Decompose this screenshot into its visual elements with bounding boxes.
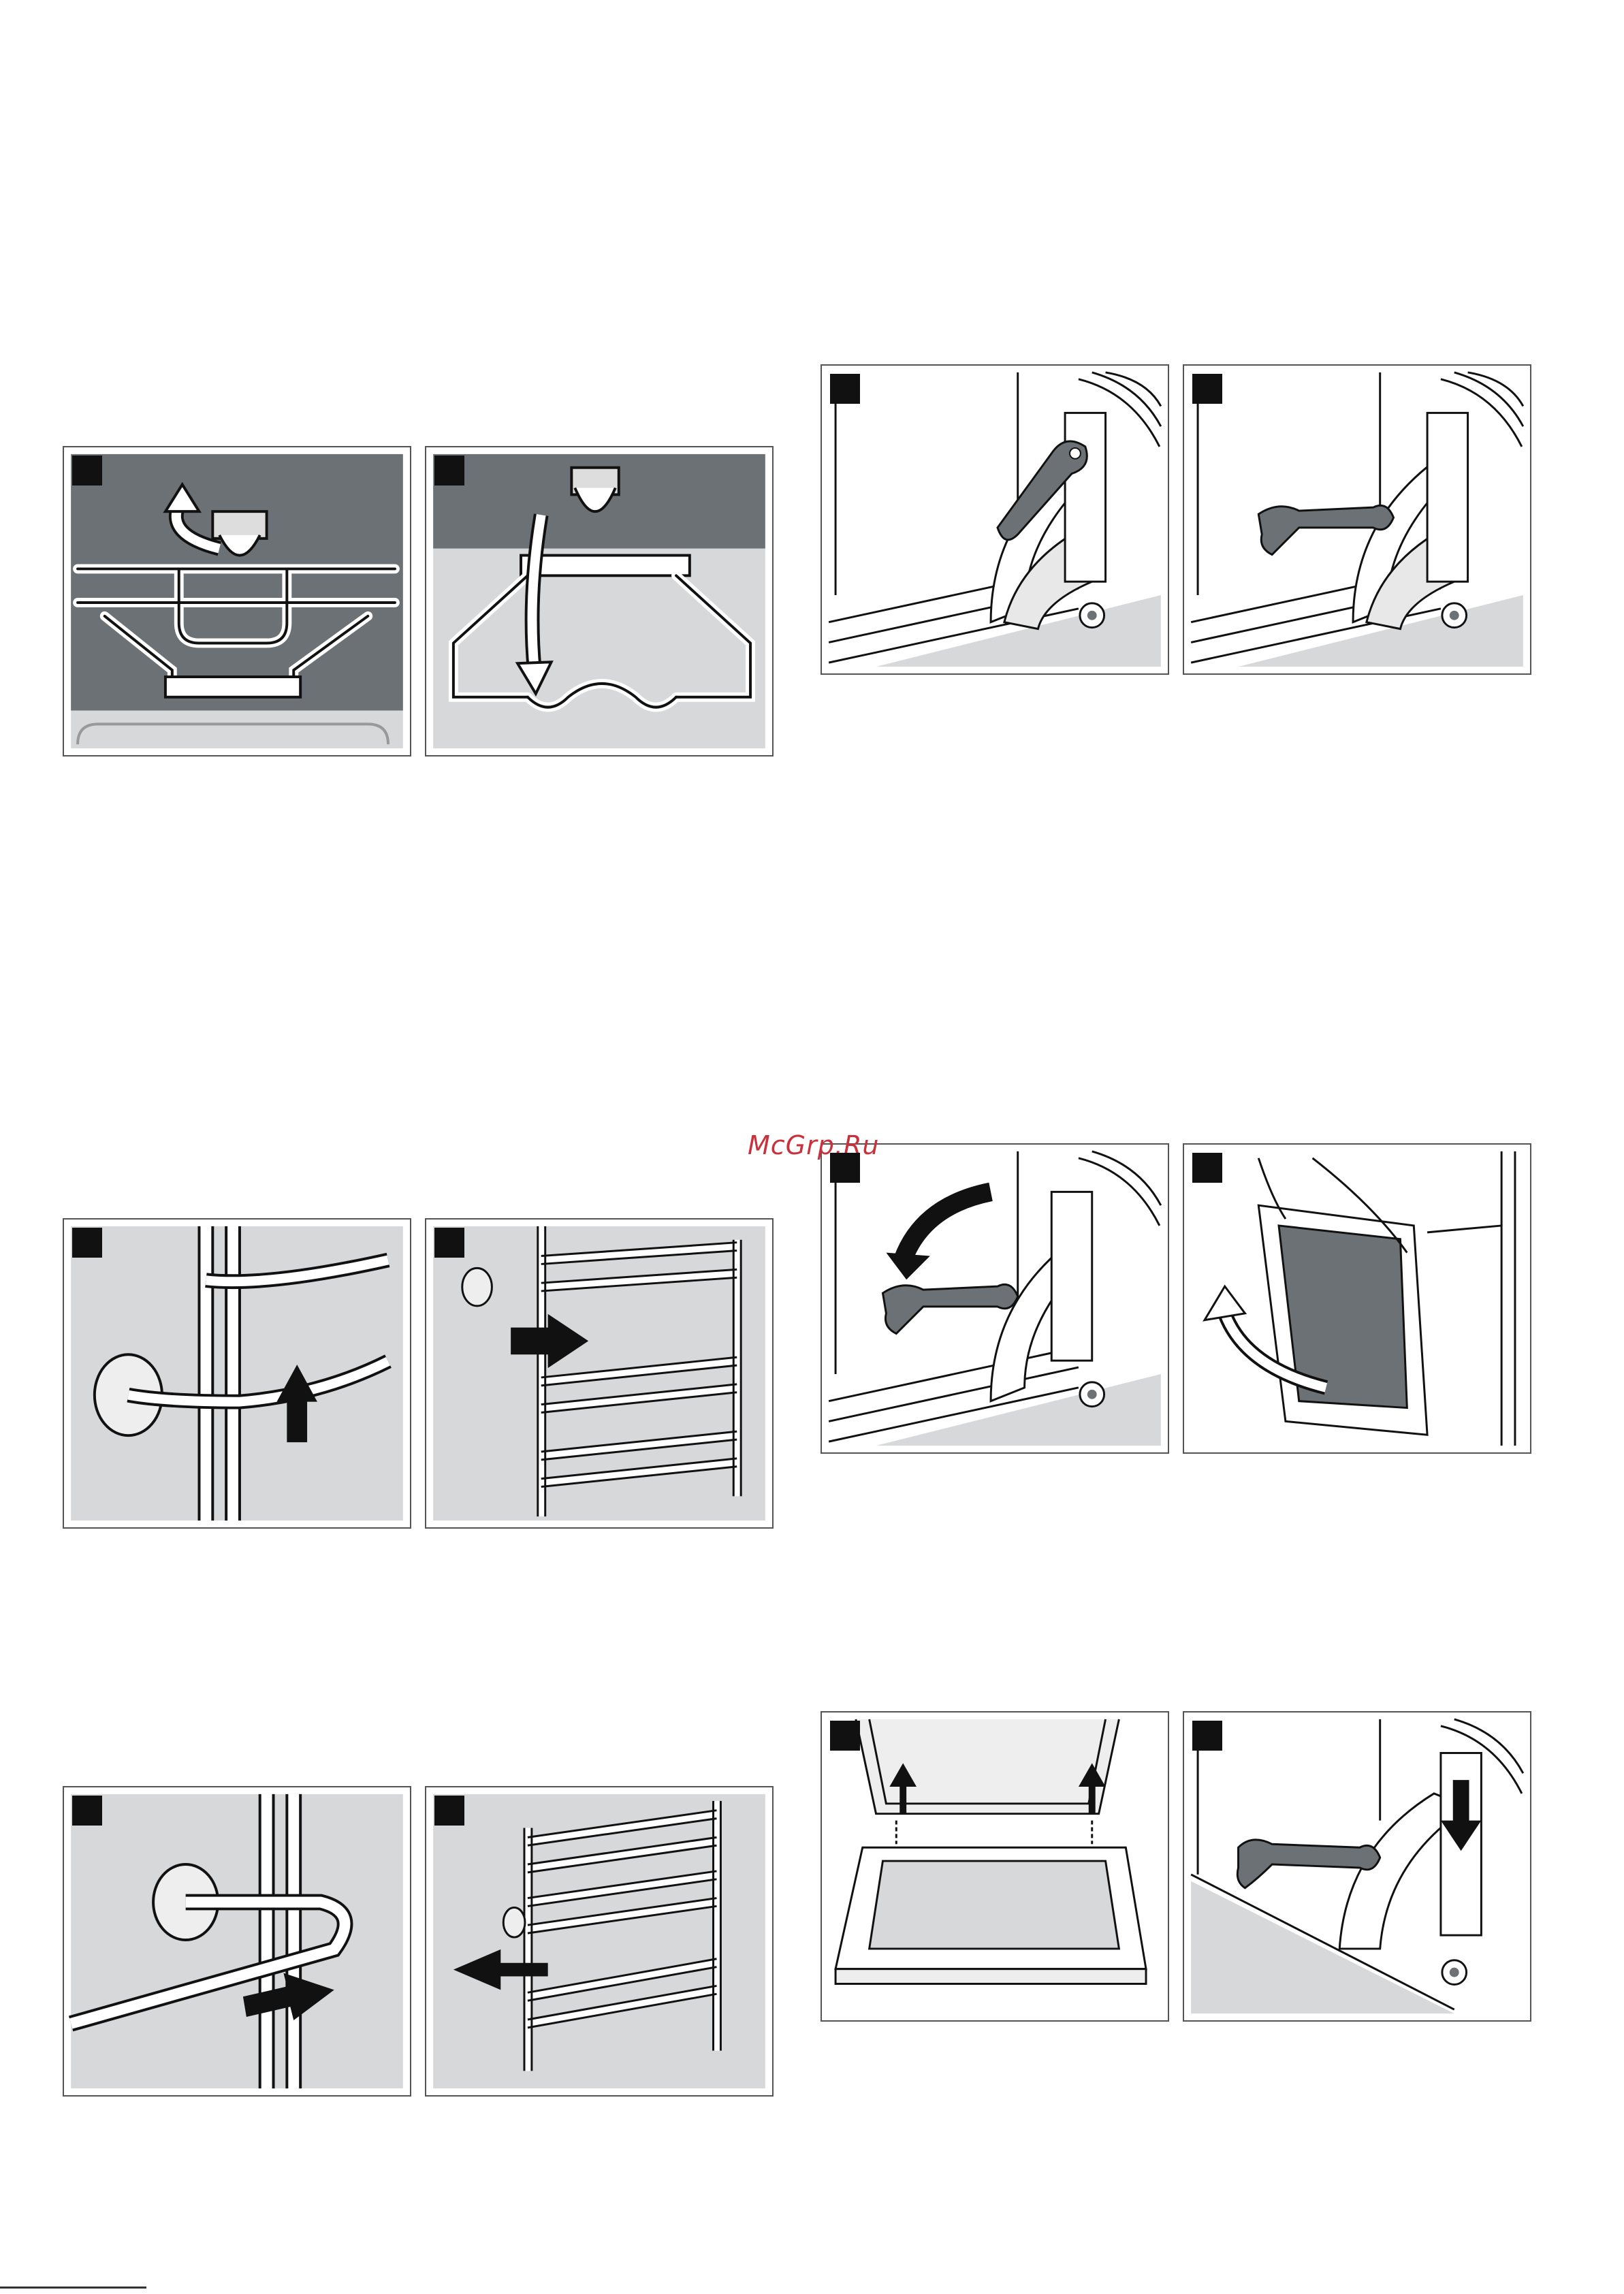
step-marker <box>72 1796 102 1826</box>
hinge-lever-push-down-icon <box>1184 1712 1530 2020</box>
figure-door-remove-step1 <box>821 1143 1169 1454</box>
shelf-rail-hook-up-icon <box>64 1220 410 1527</box>
door-hinge-lever-open-icon <box>1184 366 1530 673</box>
figure-door-refit-step2 <box>1183 1711 1531 2022</box>
shelf-rack-remove-icon <box>426 1220 772 1527</box>
shelf-rack-insert-icon <box>426 1787 772 2095</box>
figure-rail-clip-step1 <box>63 446 411 756</box>
door-refit-icon <box>822 1712 1168 2020</box>
step-marker <box>830 374 860 404</box>
figure-shelf-insert-step2 <box>425 1786 774 2097</box>
step-marker <box>72 1228 102 1258</box>
step-marker <box>830 1721 860 1751</box>
step-marker <box>830 1153 860 1183</box>
step-marker <box>1192 374 1222 404</box>
rail-clip-lift-icon <box>64 447 410 755</box>
shelf-rail-insert-icon <box>64 1787 410 2095</box>
step-marker <box>1192 1153 1222 1183</box>
step-marker <box>434 1228 464 1258</box>
figure-door-remove-step2 <box>1183 1143 1531 1454</box>
figure-shelf-rail-step2 <box>425 1218 774 1529</box>
footer-rule <box>0 2287 146 2289</box>
step-marker <box>1192 1721 1222 1751</box>
figure-rail-clip-step2 <box>425 446 774 756</box>
step-marker <box>72 456 102 485</box>
rail-clip-lower-icon <box>426 447 772 755</box>
figure-shelf-insert-step1 <box>63 1786 411 2097</box>
door-lift-off-icon <box>1184 1145 1530 1452</box>
step-marker <box>434 1796 464 1826</box>
door-hinge-lever-icon <box>822 366 1168 673</box>
step-marker <box>434 456 464 485</box>
figure-door-refit-step1 <box>821 1711 1169 2022</box>
figure-hinge-step1 <box>821 364 1169 675</box>
hinge-lever-close-icon <box>822 1145 1168 1452</box>
figure-hinge-step2 <box>1183 364 1531 675</box>
figure-shelf-rail-step1 <box>63 1218 411 1529</box>
